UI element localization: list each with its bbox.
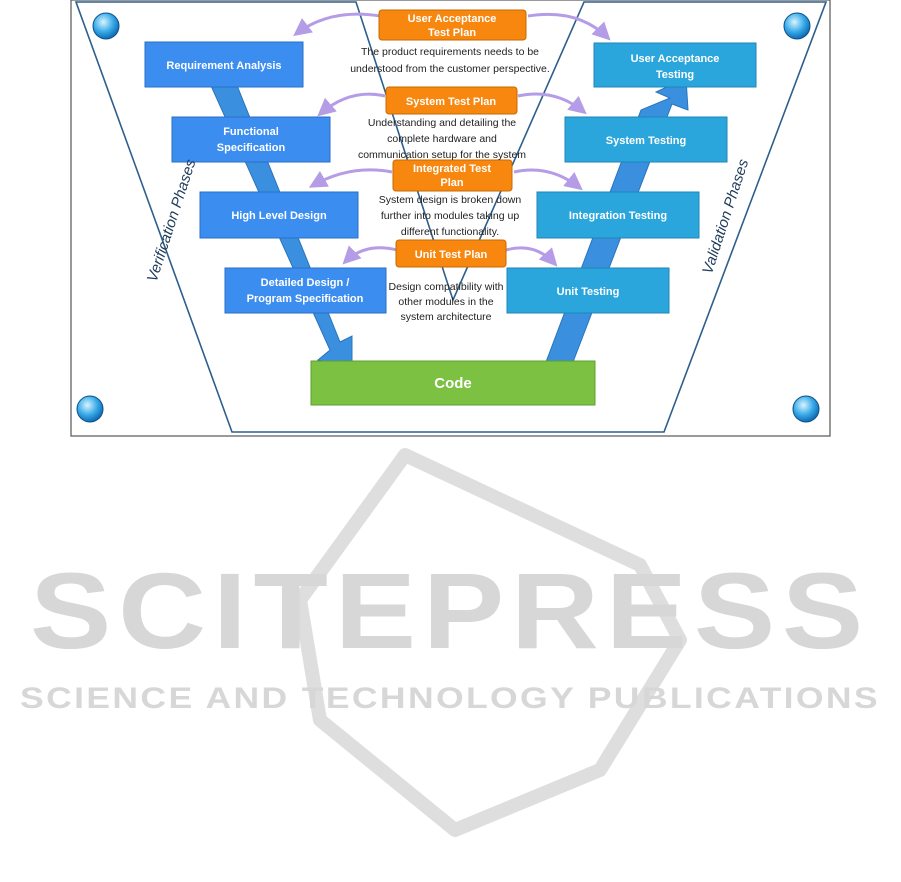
verification-label: Requirement Analysis: [166, 60, 281, 72]
plan-column: User Acceptance Test Plan System Test Pl…: [378, 9, 527, 268]
validation-box: [536, 191, 700, 239]
corner-ball-icon: [792, 395, 820, 423]
validation-box: [593, 42, 757, 88]
plan-link-arrow: [527, 12, 611, 41]
watermark-sub-text: SCIENCE AND TECHNOLOGY PUBLICATIONS: [20, 682, 880, 715]
validation-label: System Testing: [606, 135, 687, 147]
verification-box: [224, 267, 387, 314]
validation-label: User Acceptance: [631, 53, 720, 65]
plan-description: System design is broken down: [379, 194, 522, 206]
verification-label: Specification: [217, 142, 286, 154]
plan-label: Test Plan: [428, 27, 476, 39]
code-box: [310, 360, 596, 406]
v-outline: [74, 1, 828, 433]
validation-label: Testing: [656, 69, 694, 81]
verification-box: [144, 41, 304, 88]
watermark: SCITEPRESS SCIENCE AND TECHNOLOGY PUBLIC…: [20, 448, 880, 837]
plan-description: communication setup for the system: [358, 149, 526, 161]
plan-label: Plan: [440, 177, 464, 189]
validation-label: Integration Testing: [569, 210, 667, 222]
plan-label: Unit Test Plan: [415, 249, 488, 261]
validation-label: Unit Testing: [557, 286, 620, 298]
corner-ball-icon: [92, 12, 120, 40]
validation-column: User Acceptance Testing System Testing I…: [506, 42, 757, 314]
verification-label: High Level Design: [231, 210, 327, 222]
plan-box: [378, 9, 527, 41]
plan-label: System Test Plan: [406, 96, 497, 108]
plan-link-arrow: [317, 92, 386, 117]
watermark-shape: [293, 448, 687, 837]
plan-link-arrow: [517, 92, 587, 115]
plan-box: [395, 239, 507, 268]
plan-links: [293, 12, 611, 267]
plan-box: [385, 86, 518, 115]
corner-ball-icon: [76, 395, 104, 423]
code-label: Code: [434, 375, 472, 392]
verification-box: [171, 116, 331, 163]
watermark-main-text: SCITEPRESS: [30, 550, 870, 671]
plan-description: further into modules taking up: [381, 210, 519, 222]
plan-description: complete hardware and: [387, 133, 497, 145]
plan-label: Integrated Test: [413, 163, 491, 175]
plan-description: system architecture: [400, 311, 491, 323]
plan-description: different functionality.: [401, 226, 499, 238]
plan-descriptions: The product requirements needs to be und…: [350, 46, 550, 323]
plan-link-arrow: [505, 246, 558, 267]
verification-column: Requirement Analysis Functional Specific…: [144, 41, 387, 314]
plan-link-arrow: [308, 168, 393, 188]
plan-description: understood from the customer perspective…: [350, 63, 550, 75]
verification-label: Detailed Design /: [261, 277, 350, 289]
validation-box: [564, 116, 728, 163]
verification-box: [199, 191, 359, 239]
plan-link-arrow: [513, 168, 583, 191]
corner-ball-icon: [783, 12, 811, 40]
plan-label: User Acceptance: [408, 13, 497, 25]
plan-link-arrow: [293, 12, 381, 37]
plan-link-arrow: [342, 245, 398, 265]
validation-box: [506, 267, 670, 314]
plan-description: Design compatibility with: [389, 281, 504, 293]
plan-description: Understanding and detailing the: [368, 117, 516, 129]
plan-description: other modules in the: [398, 296, 493, 308]
plan-box: [392, 159, 513, 192]
plan-description: The product requirements needs to be: [361, 46, 539, 58]
verification-label: Program Specification: [247, 293, 364, 305]
verification-label: Functional: [223, 126, 279, 138]
